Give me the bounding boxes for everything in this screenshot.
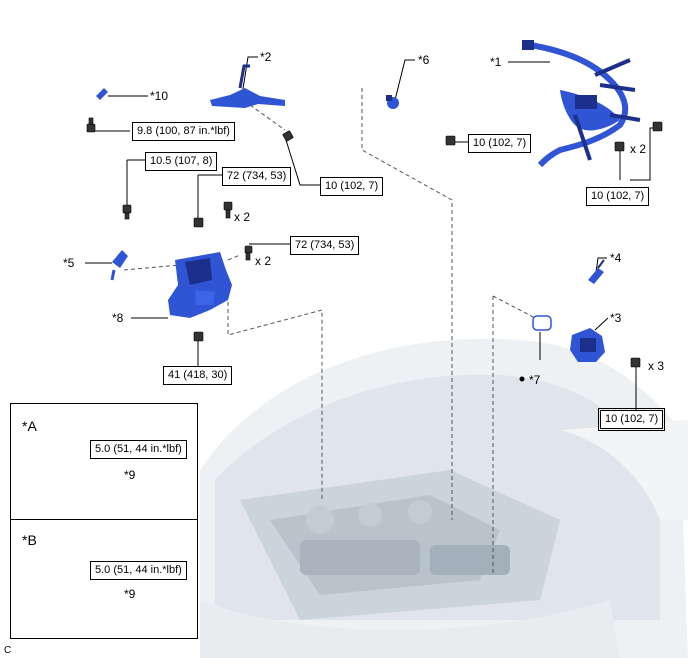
callout-10: *10 — [150, 89, 169, 103]
bolt-2 — [282, 130, 294, 142]
clamp-part-5 — [110, 250, 128, 281]
torque-spec-part-8-lower: 41 (418, 30) — [163, 366, 233, 385]
clip-part-10 — [96, 88, 108, 100]
bolt-10 — [86, 117, 96, 133]
quantity-part-8-side-bolts: x 2 — [255, 254, 272, 268]
callout-1: *1 — [490, 55, 502, 69]
gasket-part-7 — [519, 315, 552, 382]
quantity-part-1-bolts: x 2 — [630, 142, 647, 156]
torque-spec-part-3: 10 (102, 7) — [597, 408, 666, 431]
bolt-1b — [614, 141, 625, 152]
bolt-8c — [244, 245, 253, 261]
wire-harness-part-1 — [522, 40, 641, 168]
inset-a-label: *A — [22, 418, 37, 434]
bolt-6 — [445, 135, 456, 146]
quantity-part-8-upper-bolts: x 2 — [234, 210, 251, 224]
quantity-part-3-bolts: x 3 — [648, 359, 665, 373]
callout-3: *3 — [610, 311, 622, 325]
sensor-part-6 — [386, 95, 399, 109]
torque-spec-part-5: 10.5 (107, 8) — [145, 152, 218, 171]
torque-spec-part-8-upper: 72 (734, 53) — [222, 167, 292, 186]
torque-spec-part-1: 10 (102, 7) — [586, 187, 650, 206]
inset-b-label: *B — [22, 532, 37, 548]
housing-part-8 — [168, 252, 232, 318]
callout-7: *7 — [529, 373, 541, 387]
figure-code: C — [4, 645, 12, 656]
callout-6: *6 — [418, 53, 430, 67]
torque-spec-inset-b: 5.0 (51, 44 in.*lbf) — [90, 561, 187, 580]
callout-9-inset-a: *9 — [124, 468, 136, 482]
torque-spec-part-8-side: 72 (734, 53) — [290, 236, 360, 255]
inset-box-a — [10, 403, 198, 521]
callout-8: *8 — [112, 311, 124, 325]
bolt-8d — [193, 331, 204, 342]
bolt-5 — [122, 204, 132, 220]
actuator-part-3 — [570, 328, 605, 362]
bolt-3 — [630, 357, 641, 368]
dashed-guide-lines — [123, 88, 536, 575]
torque-spec-part-6: 10 (102, 7) — [468, 134, 532, 153]
bolts — [86, 117, 663, 368]
callout-2: *2 — [260, 50, 272, 64]
bolt-1a — [652, 121, 663, 132]
torque-spec-part-2: 10 (102, 7) — [320, 177, 384, 196]
bolt-8a — [193, 217, 204, 228]
leader-lines — [85, 56, 660, 410]
torque-spec-inset-a: 5.0 (51, 44 in.*lbf) — [90, 440, 187, 459]
engine-bay-illustration — [200, 338, 688, 658]
callout-4: *4 — [610, 251, 622, 265]
torque-spec-part-10: 9.8 (100, 87 in.*lbf) — [132, 122, 235, 141]
sensor-part-4 — [588, 259, 605, 284]
callout-9-inset-b: *9 — [124, 587, 136, 601]
callout-5: *5 — [63, 256, 75, 270]
bracket-part-2 — [210, 64, 285, 108]
bolt-8b — [223, 201, 233, 219]
